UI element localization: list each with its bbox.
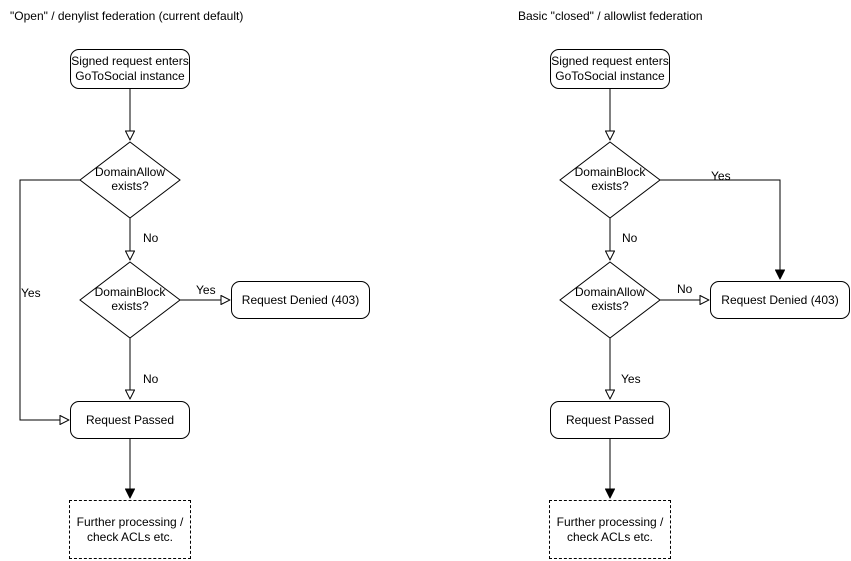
right-decision2-yes-label: Yes	[621, 372, 641, 386]
left-decision1-diamond	[79, 141, 181, 219]
right-start-node: Signed request enters GoToSocial instanc…	[550, 49, 670, 89]
left-decision2-label: DomainBlock exists?	[94, 285, 166, 313]
right-decision1-no-label: No	[622, 231, 638, 245]
right-decision1-yes-label: Yes	[711, 169, 731, 183]
left-chart-title: "Open" / denylist federation (current de…	[10, 9, 244, 23]
right-decision2-label: DomainAllow exists?	[574, 285, 646, 313]
right-chart-title: Basic "closed" / allowlist federation	[518, 9, 703, 23]
left-decision2-no-label: No	[143, 372, 159, 386]
right-decision2-diamond	[559, 261, 661, 339]
left-decision1-yes-label: Yes	[21, 286, 41, 300]
left-further-processing-node: Further processing / check ACLs etc.	[69, 500, 191, 559]
right-decision2-no-label: No	[677, 282, 693, 296]
left-connector-decision1-yes-loop	[19, 179, 80, 420]
left-denied-node: Request Denied (403)	[231, 281, 370, 319]
left-decision2-diamond	[79, 261, 181, 339]
right-passed-node: Request Passed	[550, 401, 670, 439]
right-decision1-label: DomainBlock exists?	[574, 165, 646, 193]
left-decision1-no-label: No	[143, 231, 159, 245]
left-decision1-label: DomainAllow exists?	[94, 165, 166, 193]
left-passed-node: Request Passed	[70, 401, 190, 439]
right-further-processing-node: Further processing / check ACLs etc.	[549, 500, 671, 559]
right-decision1-diamond	[559, 141, 661, 219]
left-decision2-yes-label: Yes	[196, 283, 216, 297]
right-connector-decision1-yes	[660, 179, 780, 279]
right-denied-node: Request Denied (403)	[710, 281, 850, 319]
left-start-node: Signed request enters GoToSocial instanc…	[70, 49, 190, 89]
